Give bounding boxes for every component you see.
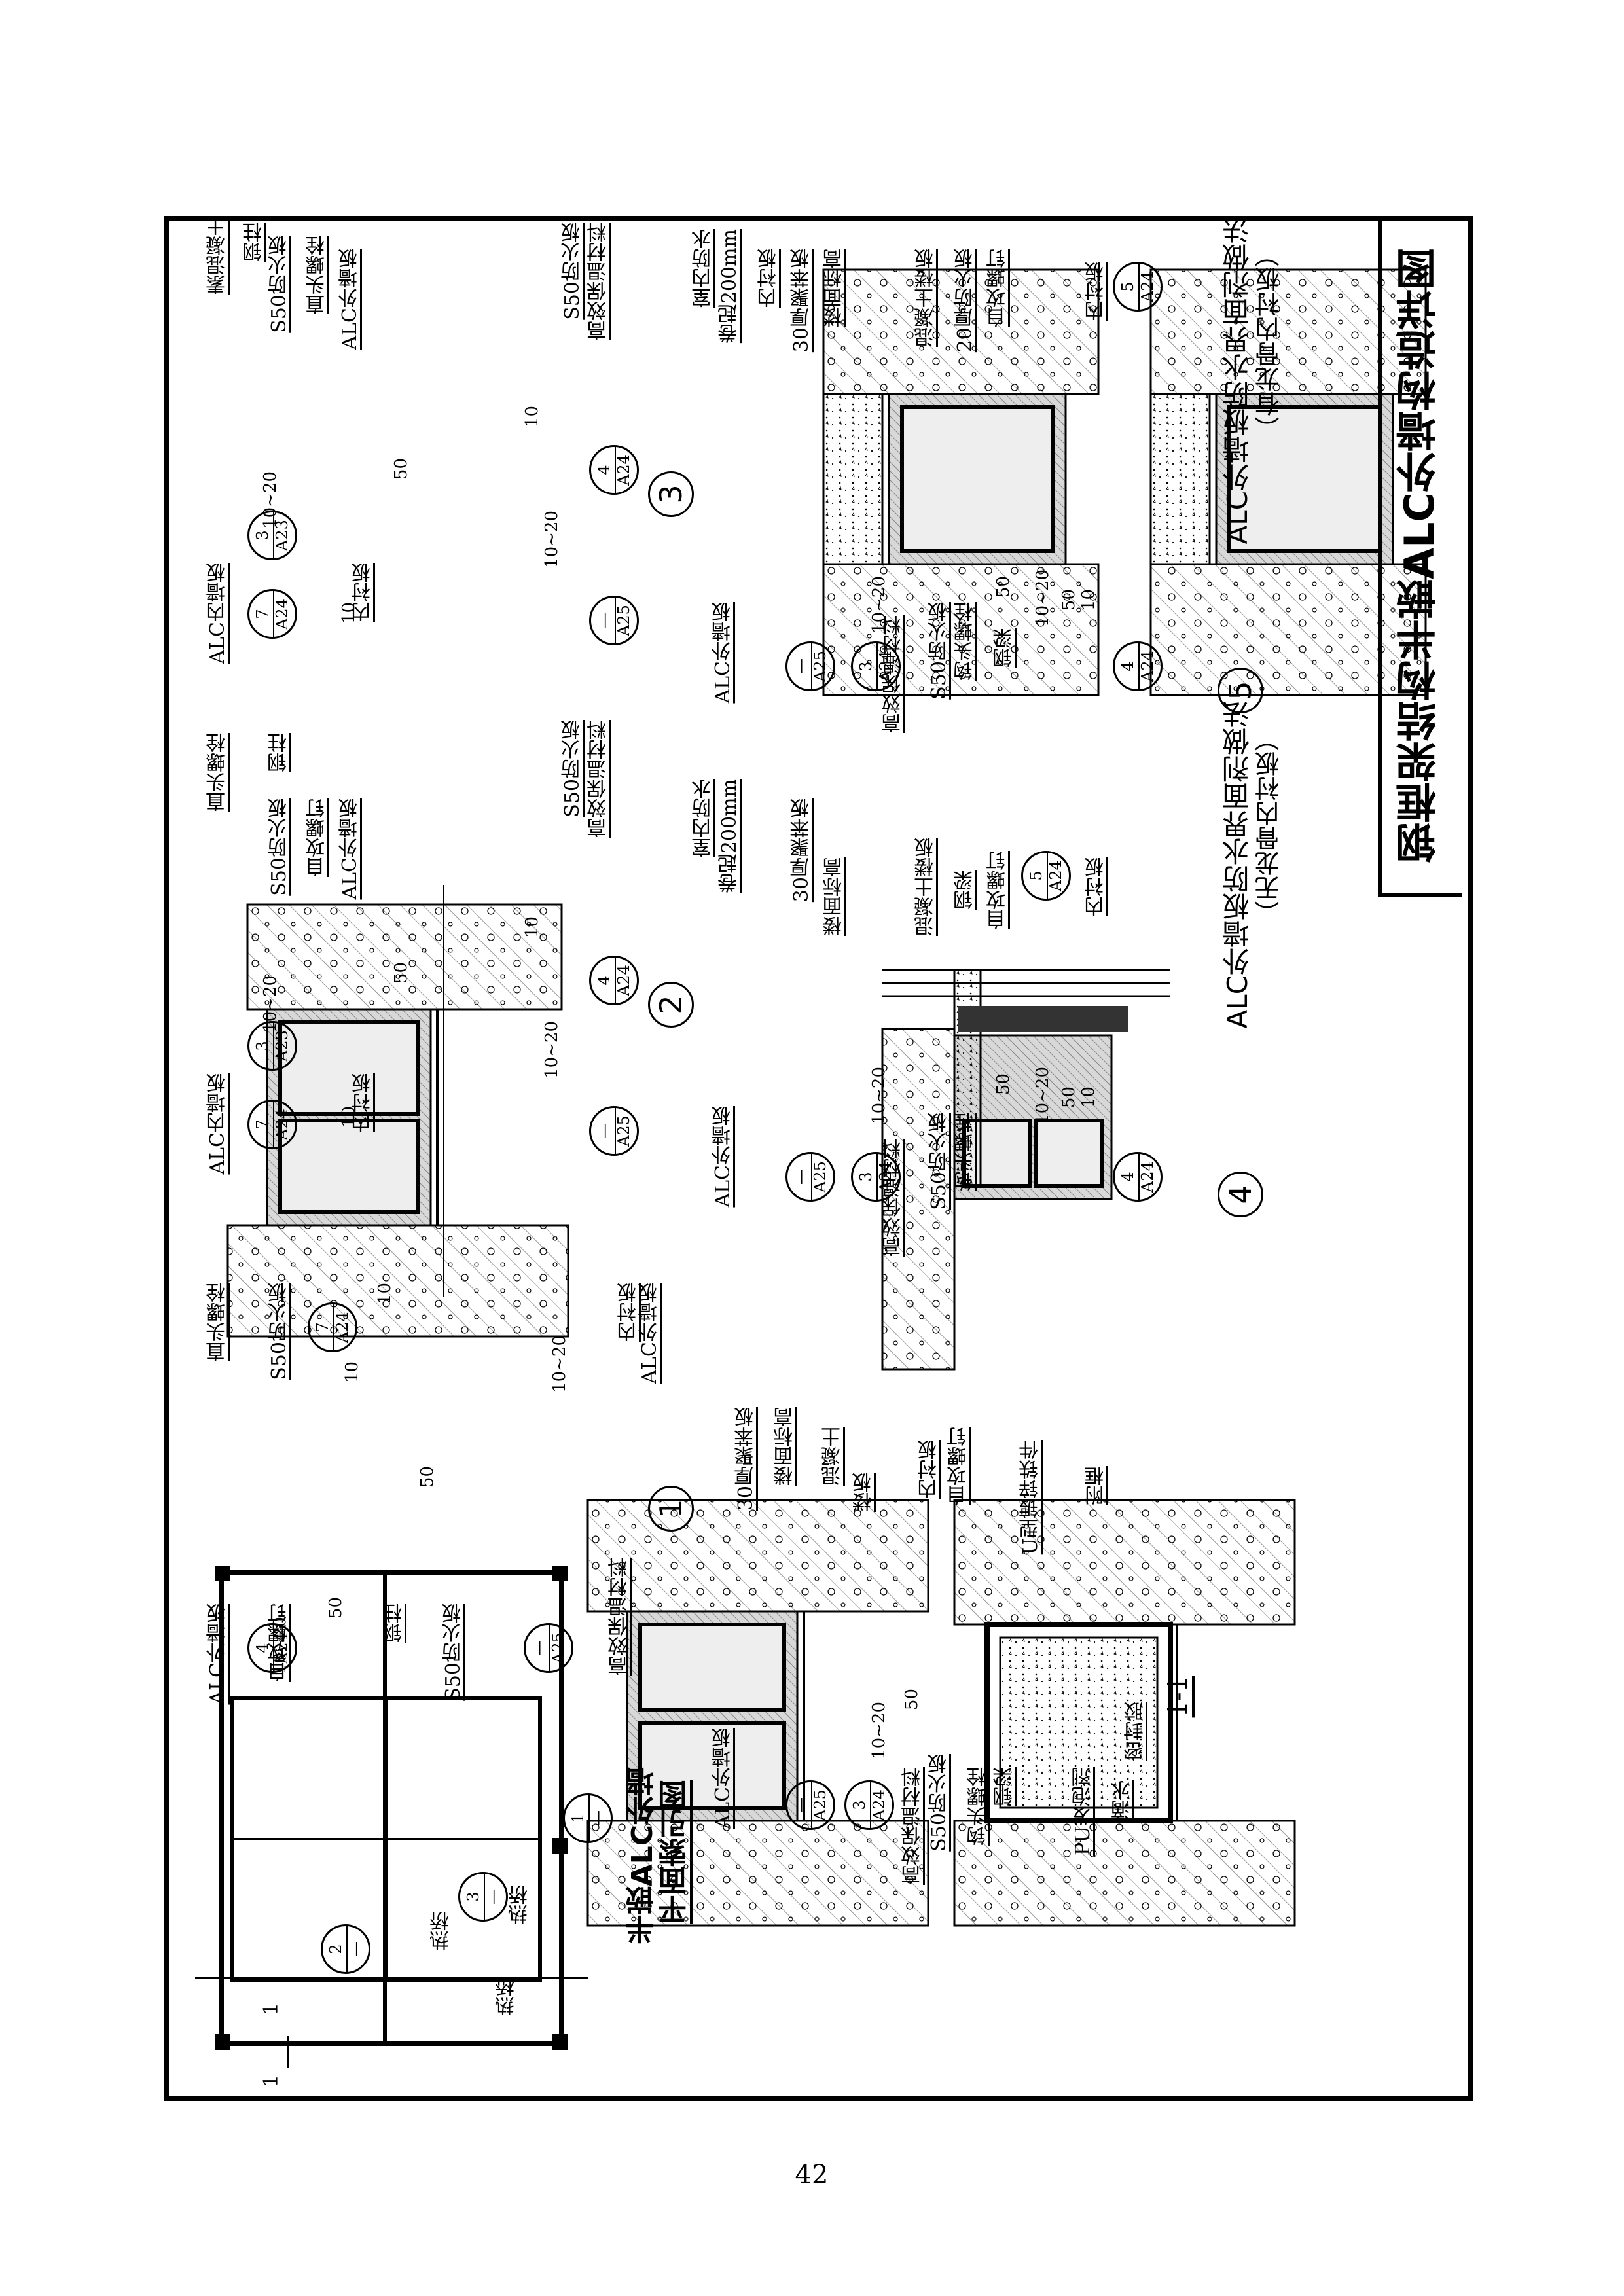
detail-1-linework [226,885,569,1338]
rotated-sheet [169,221,1468,2096]
detail-2-linework [586,1499,929,1927]
linework-svg [195,268,1427,2050]
drawing-area [169,221,1468,2096]
detail-3-body [953,1499,1296,1927]
page-number: 42 [795,2160,829,2190]
detail-4-main [822,268,1100,696]
title-block [1378,216,1462,897]
section-1-1-linework [881,969,1170,1371]
drawing-frame [164,216,1473,2101]
detail-5-main [1149,268,1427,696]
